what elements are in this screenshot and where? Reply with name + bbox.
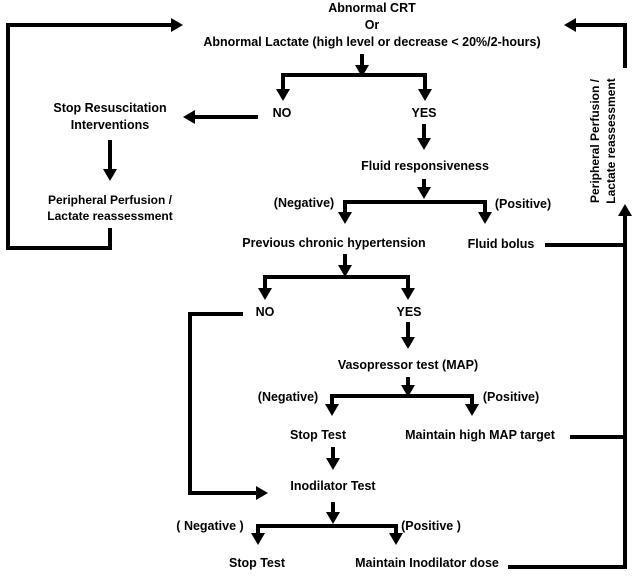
start-node-line2: Or: [364, 18, 380, 32]
arrowhead-branch5-positive-icon: [389, 533, 403, 545]
left-loop-top-line: [6, 23, 171, 27]
arrowhead-pch-down-icon: [338, 265, 352, 277]
branch5-left-drop-line: [256, 524, 260, 534]
branch4-positive-label: (Positive): [482, 390, 540, 404]
branch5-horizontal-line: [256, 524, 398, 528]
arrowhead-stop-test1-down-icon: [326, 458, 340, 470]
left-loop-bottom-line: [6, 246, 110, 250]
peripheral-right-line1: Peripheral Perfusion /: [588, 78, 602, 204]
no2-rail-bottom-line: [188, 491, 256, 495]
peripheral-right-node: Peripheral Perfusion / Lactate reassessm…: [587, 78, 619, 203]
arrowhead-fluid-resp-down-icon: [417, 187, 431, 199]
fluid-responsiveness-node: Fluid responsiveness: [361, 159, 489, 173]
branch4-right-drop-line: [470, 394, 474, 405]
peripheral-left-node: Peripheral Perfusion / Lactate reassessm…: [47, 192, 172, 224]
branch3-no-label: NO: [255, 305, 275, 319]
stop-resuscitation-line2: Interventions: [70, 118, 150, 132]
fluid-resp-down-line: [422, 179, 426, 188]
branch2-negative-label: (Negative): [273, 196, 335, 210]
arrowhead-branch3-no-icon: [258, 288, 272, 300]
yes1-down-line: [422, 124, 426, 139]
arrowhead-branch5-negative-icon: [251, 533, 265, 545]
inodilator-test-node: Inodilator Test: [290, 479, 376, 493]
arrowhead-branch2-negative-icon: [338, 212, 352, 224]
stop-test1-down-line: [331, 447, 335, 459]
branch2-left-drop-line: [343, 200, 347, 213]
arrowhead-branch1-yes-icon: [418, 89, 432, 101]
right-rail-arrow-stem-line: [623, 216, 627, 243]
arrowhead-branch2-positive-icon: [478, 212, 492, 224]
stop-resuscitation-line1: Stop Resuscitation: [53, 101, 167, 115]
fluid-bolus-node: Fluid bolus: [467, 237, 535, 251]
stop-resuscitation-node: Stop Resuscitation Interventions: [53, 100, 166, 134]
arrowhead-left-loop-to-start-icon: [171, 18, 183, 32]
start-node: Abnormal CRT Or Abnormal Lactate (high l…: [203, 0, 540, 51]
inodilator-down-line: [331, 502, 335, 513]
right-rail-vertical-line: [623, 243, 627, 567]
start-node-line3: Abnormal Lactate (high level or decrease…: [203, 35, 541, 49]
previous-chronic-hypertension-node: Previous chronic hypertension: [242, 236, 426, 250]
peripheral-left-down-line: [108, 228, 112, 250]
arrowhead-yes1-down-icon: [417, 138, 431, 150]
branch1-right-drop-line: [423, 73, 427, 90]
maintain-map-node: Maintain high MAP target: [405, 428, 555, 442]
arrowhead-branch4-positive-icon: [465, 404, 479, 416]
branch2-right-drop-line: [483, 200, 487, 213]
branch1-horizontal-line: [281, 73, 427, 77]
no1-left-line: [194, 115, 258, 119]
branch3-yes-label: YES: [396, 305, 422, 319]
branch5-positive-label: (Positive ): [401, 519, 461, 533]
peripheral-left-line1: Peripheral Perfusion /: [47, 193, 173, 207]
branch1-no-label: NO: [272, 106, 292, 120]
arrowhead-yes2-down-icon: [401, 337, 415, 349]
no2-left-line: [188, 312, 243, 316]
branch4-horizontal-line: [330, 394, 474, 398]
left-loop-vertical-line: [6, 23, 10, 250]
right-rail-top-line: [623, 23, 627, 68]
branch3-left-drop-line: [263, 275, 267, 289]
branch2-horizontal-line: [343, 200, 487, 204]
start-node-line1: Abnormal CRT: [328, 1, 416, 15]
branch3-right-drop-line: [406, 275, 410, 289]
start-down-line: [360, 54, 364, 66]
branch2-positive-label: (Positive): [494, 197, 552, 211]
yes2-down-line: [406, 322, 410, 338]
inodilator-dose-to-rail-line: [508, 565, 627, 569]
stop-test-inodilator-node: Stop Test: [228, 556, 286, 570]
fluid-bolus-to-rail-line: [545, 243, 627, 247]
arrowhead-inodilator-down-icon: [326, 512, 340, 524]
arrowhead-no1-to-stop-icon: [183, 110, 195, 124]
branch5-right-drop-line: [394, 524, 398, 534]
vaso-down-line: [406, 377, 410, 386]
branch4-left-drop-line: [330, 394, 334, 405]
arrowhead-branch4-negative-icon: [325, 404, 339, 416]
branch1-left-drop-line: [281, 73, 285, 90]
stop-resus-down-line: [108, 140, 112, 169]
peripheral-left-line2: Lactate reassessment: [47, 209, 173, 223]
vasopressor-test-node: Vasopressor test (MAP): [337, 358, 479, 372]
map-target-to-rail-line: [570, 435, 627, 439]
branch4-negative-label: (Negative): [257, 390, 319, 404]
no2-rail-vertical-line: [188, 312, 192, 495]
pch-down-line: [343, 254, 347, 266]
arrowhead-right-loop-to-start-icon: [564, 18, 576, 32]
branch3-horizontal-line: [263, 275, 410, 279]
arrowhead-branch3-yes-icon: [401, 288, 415, 300]
branch1-yes-label: YES: [411, 106, 437, 120]
arrowhead-branch1-no-icon: [276, 89, 290, 101]
peripheral-right-line2: Lactate reassessment: [604, 78, 618, 204]
branch5-negative-label: ( Negative ): [176, 519, 244, 533]
right-loop-top-line: [576, 23, 625, 27]
maintain-inodilator-node: Maintain Inodilator dose: [355, 556, 499, 570]
arrowhead-stop-resus-down-icon: [103, 169, 117, 181]
arrowhead-no2-to-inodilator-icon: [256, 486, 268, 500]
stop-test-map-node: Stop Test: [289, 428, 347, 442]
arrowhead-rail-up-icon: [618, 204, 632, 216]
